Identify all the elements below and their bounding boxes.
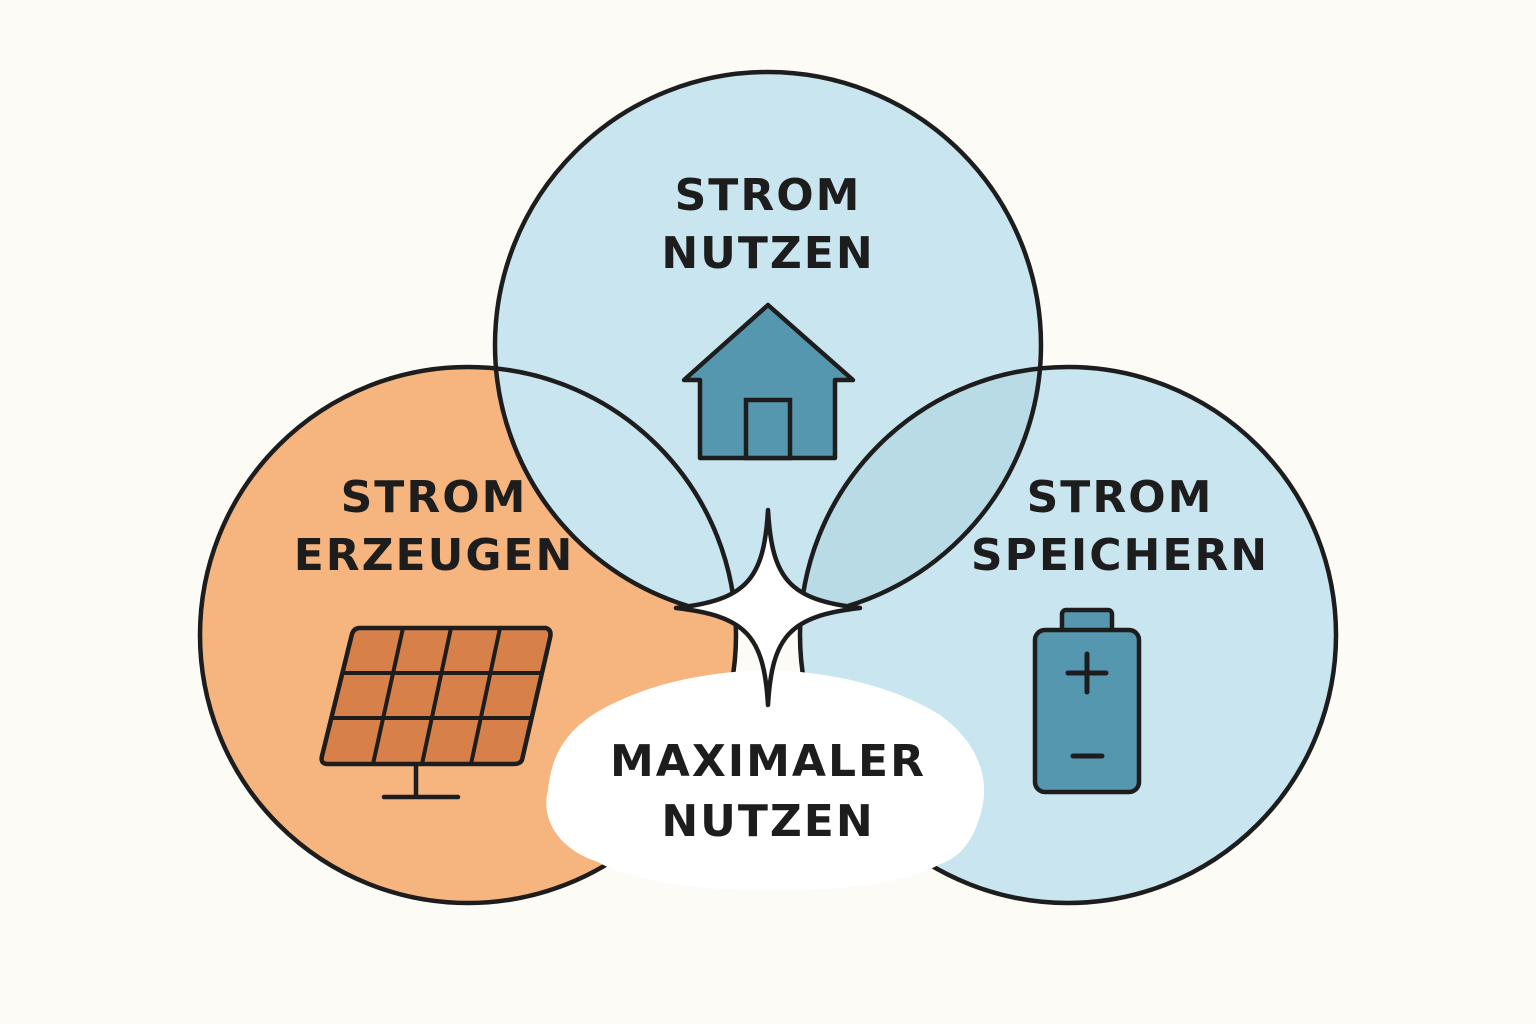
center-cloud [546, 670, 985, 891]
house-icon [681, 302, 856, 461]
store-label-line2: SPEICHERN [971, 530, 1269, 581]
generate-label-line2: ERZEUGEN [294, 530, 575, 581]
overlap-nutzen-speichern [800, 367, 1041, 618]
outline-strom-erzeugen [197, 364, 739, 906]
center-label-line1: MAXIMALER [610, 736, 926, 787]
use-label-line1: STROM [675, 170, 862, 221]
outline-strom-speichern [797, 364, 1339, 906]
sparkle-icon [673, 507, 863, 708]
solar-panel-icon [319, 625, 553, 800]
use-label-line2: NUTZEN [661, 228, 874, 279]
center-label-line2: NUTZEN [661, 796, 874, 847]
generate-label-line1: STROM [341, 472, 528, 523]
store-label-line1: STROM [1027, 472, 1214, 523]
battery-icon [1032, 607, 1142, 795]
